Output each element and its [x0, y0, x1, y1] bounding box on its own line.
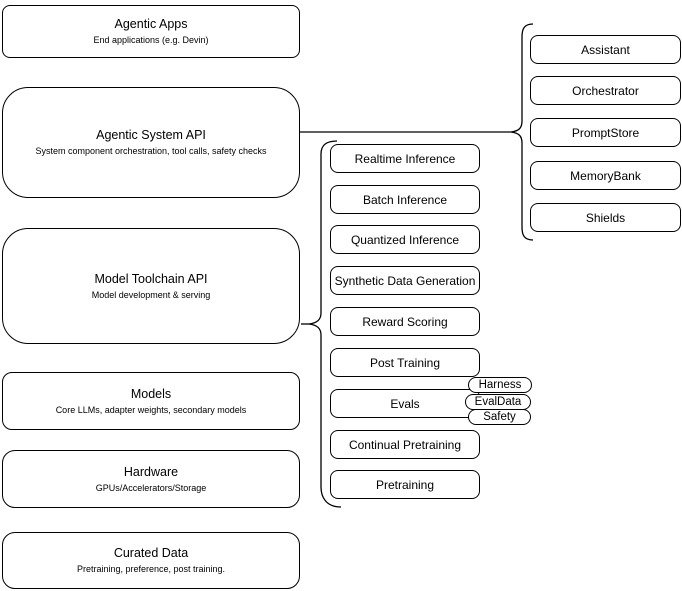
node-title: Models	[130, 386, 172, 401]
node-title: Agentic System API	[96, 128, 206, 142]
node-label: Batch Inference	[362, 192, 448, 207]
node-evals: Evals	[330, 389, 480, 418]
node-curated-data: Curated Data Pretraining, preference, po…	[2, 532, 300, 589]
pill-safety: Safety	[468, 409, 531, 425]
node-realtime-inference: Realtime Inference	[330, 144, 480, 173]
node-subtitle: GPUs/Accelerators/Storage	[95, 482, 207, 493]
pill-label: EvalData	[474, 396, 522, 408]
node-promptstore: PromptStore	[530, 118, 681, 147]
node-memorybank: MemoryBank	[530, 161, 681, 190]
node-title: Curated Data	[113, 546, 189, 560]
node-subtitle: System component orchestration, tool cal…	[35, 146, 267, 156]
node-label: MemoryBank	[570, 168, 641, 183]
node-label: Quantized Inference	[350, 232, 460, 247]
node-models: Models Core LLMs, adapter weights, secon…	[2, 372, 300, 430]
node-synthetic-data-generation: Synthetic Data Generation	[330, 266, 480, 295]
node-title: Hardware	[123, 464, 179, 479]
node-shields: Shields	[530, 203, 681, 232]
node-continual-pretraining: Continual Pretraining	[330, 430, 480, 459]
node-label: Continual Pretraining	[348, 437, 462, 452]
node-pretraining: Pretraining	[330, 470, 480, 499]
node-reward-scoring: Reward Scoring	[330, 307, 480, 336]
node-orchestrator: Orchestrator	[530, 76, 681, 105]
node-hardware: Hardware GPUs/Accelerators/Storage	[2, 450, 300, 508]
node-title: Model Toolchain API	[94, 271, 208, 286]
node-label: Synthetic Data Generation	[334, 273, 476, 288]
pill-evaldata: EvalData	[465, 394, 531, 410]
node-label: Pretraining	[375, 477, 435, 492]
pill-harness: Harness	[468, 377, 532, 393]
right-group-brace	[510, 23, 534, 241]
node-label: Shields	[585, 210, 626, 225]
node-subtitle: Core LLMs, adapter weights, secondary mo…	[55, 404, 247, 415]
middle-group-brace	[308, 140, 342, 508]
node-label: Assistant	[581, 42, 630, 57]
node-agentic-apps: Agentic Apps End applications (e.g. Devi…	[2, 5, 300, 58]
pill-label: Safety	[483, 411, 516, 423]
node-batch-inference: Batch Inference	[330, 185, 480, 214]
node-label: Orchestrator	[572, 83, 639, 98]
pill-label: Harness	[478, 379, 522, 391]
node-post-training: Post Training	[330, 348, 480, 377]
node-label: Realtime Inference	[354, 151, 456, 166]
node-label: Reward Scoring	[362, 314, 448, 329]
node-title: Agentic Apps	[114, 17, 188, 31]
node-agentic-system-api: Agentic System API System component orch…	[2, 87, 300, 198]
node-assistant: Assistant	[530, 35, 681, 64]
node-subtitle: Model development & serving	[91, 289, 211, 300]
node-label: Evals	[390, 396, 420, 411]
node-label: PromptStore	[571, 125, 640, 140]
node-model-toolchain-api: Model Toolchain API Model development & …	[2, 228, 300, 344]
node-quantized-inference: Quantized Inference	[330, 225, 480, 254]
node-subtitle: End applications (e.g. Devin)	[93, 35, 209, 45]
node-subtitle: Pretraining, preference, post training.	[76, 564, 226, 574]
node-label: Post Training	[369, 355, 441, 370]
